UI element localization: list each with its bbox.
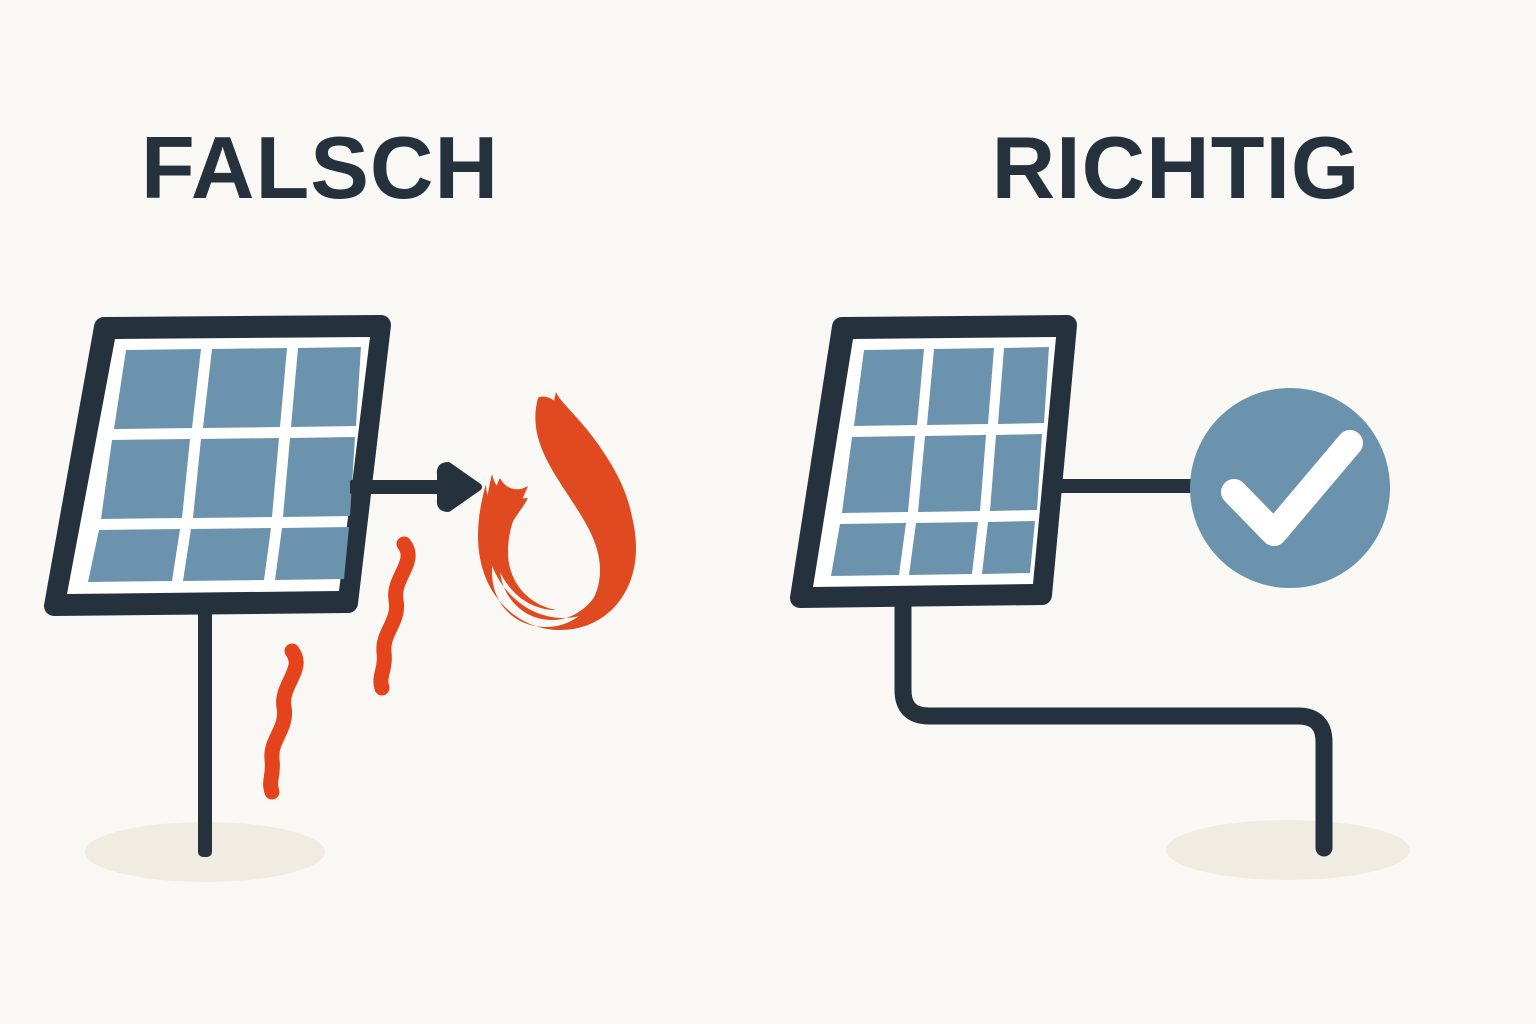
- grounding-cable: [894, 586, 1333, 857]
- heading-richtig: RICHTIG: [991, 118, 1361, 217]
- panel-cell: [909, 522, 978, 575]
- check-circle-icon: [1190, 388, 1390, 588]
- heat-squiggle-group: [263, 536, 416, 800]
- connector-line: [1043, 479, 1228, 493]
- check-circle-background: [1190, 388, 1390, 588]
- flame-icon: [478, 392, 636, 630]
- heat-squiggle: [263, 643, 304, 800]
- panel-cell: [918, 435, 986, 512]
- panel-cell: [990, 434, 1042, 511]
- scene-correct: [790, 315, 1410, 880]
- panel-cell: [88, 529, 180, 582]
- panel-cell-grid: [831, 347, 1049, 576]
- panel-cell: [831, 523, 906, 576]
- ground-shadow: [1166, 820, 1410, 880]
- panel-cell: [998, 347, 1049, 424]
- panel-cell: [193, 438, 279, 518]
- panel-cell: [183, 528, 271, 581]
- scene-wrong: [44, 315, 636, 882]
- arrow-right: [350, 462, 482, 512]
- panel-cell: [291, 347, 361, 427]
- panel-cell: [982, 521, 1035, 574]
- panel-cell: [275, 527, 349, 580]
- panel-cell: [927, 348, 994, 425]
- comparison-column-wrong: FALSCH: [44, 118, 636, 882]
- panel-cell: [854, 349, 924, 426]
- mounting-pole: [198, 592, 212, 857]
- heat-squiggle: [373, 536, 416, 696]
- panel-cell: [283, 437, 355, 517]
- panel-cell-grid: [88, 347, 361, 582]
- panel-cell: [203, 348, 287, 428]
- panel-cell: [101, 439, 190, 519]
- panel-cell: [842, 436, 915, 513]
- check-mark-icon: [1221, 430, 1363, 546]
- panel-cell: [114, 349, 201, 429]
- heading-falsch: FALSCH: [141, 118, 499, 217]
- comparison-column-correct: RICHTIG: [768, 0, 1536, 1024]
